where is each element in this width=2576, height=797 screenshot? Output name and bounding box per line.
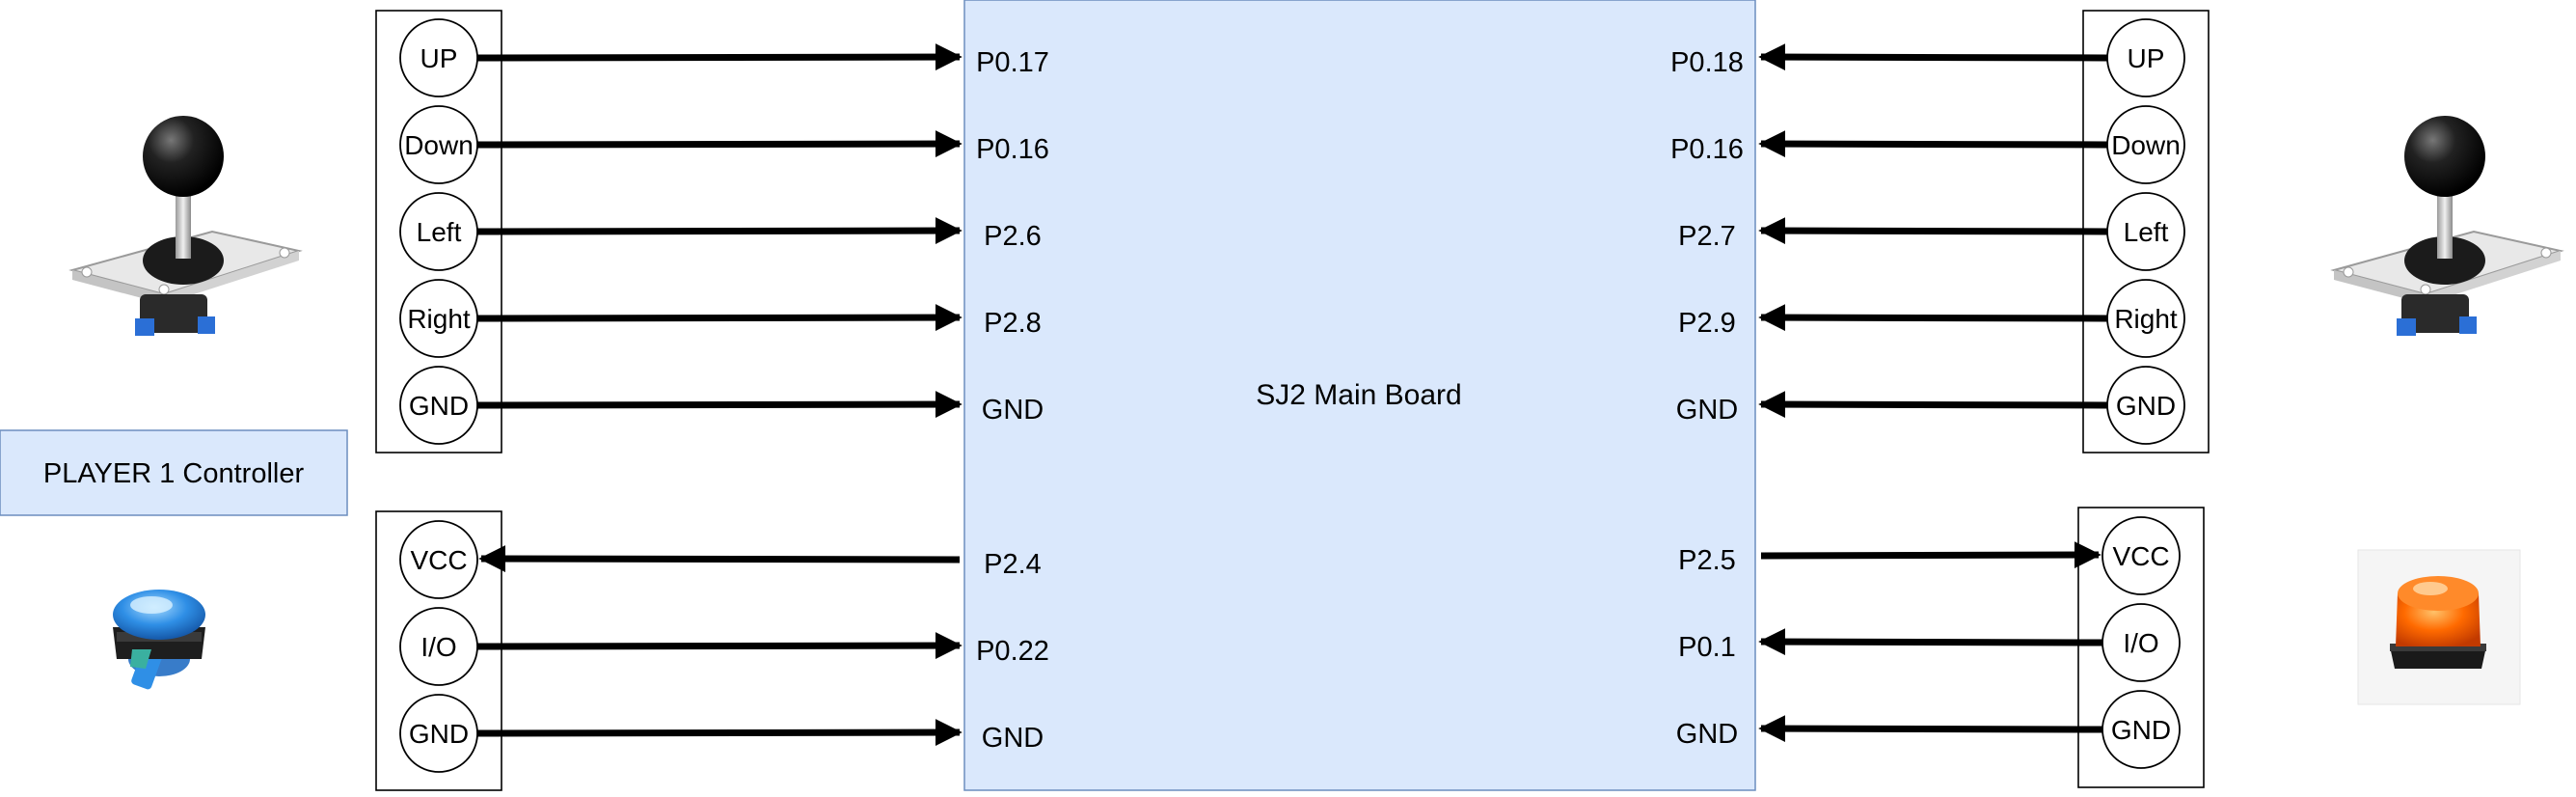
board-pin-p0-17-label: P0.17 [976,47,1049,78]
joystick-icon [68,116,303,336]
left-joystick-pin-gnd-label: GND [409,391,469,421]
main-board [963,0,1756,791]
right-joystick-pin-left-label: Left [2124,217,2169,247]
board-pin-p2-7-label: P2.7 [1678,221,1736,252]
board-pin-p0-18-label: P0.18 [1670,47,1744,78]
board-pin-gnd-label: GND [982,723,1044,754]
wire-left-joystick-right [476,304,963,332]
board-pin-gnd-label: GND [982,395,1044,426]
board-pin-p0-16-label: P0.16 [976,134,1049,165]
wire-right-button-vcc [1760,541,2101,569]
board-pin-p2-8-label: P2.8 [984,308,1042,339]
wire-right-joystick-left [1758,217,2108,245]
wire-right-joystick-up [1758,43,2108,71]
wire-left-joystick-gnd [476,391,963,419]
left-button-pin-gnd-label: GND [409,719,469,749]
wire-right-button-i-o [1758,628,2103,656]
board-pin-p2-6-label: P2.6 [984,221,1042,252]
right-button-pin-gnd-label: GND [2111,715,2171,745]
wire-left-button-vcc [478,545,961,573]
board-pin-gnd-label: GND [1676,395,1738,426]
board-pin-p0-1-label: P0.1 [1678,632,1736,663]
player-label-box [0,429,348,516]
player-label: PLAYER 1 Controller [43,458,305,489]
wire-right-joystick-down [1758,130,2108,158]
left-button-pin-vcc-label: VCC [410,545,467,575]
board-pin-p2-5-label: P2.5 [1678,545,1736,576]
joystick-icon [2330,116,2564,336]
right-button-pin-vcc [2101,516,2181,595]
board-pin-p0-16-label: P0.16 [1670,134,1744,165]
left-joystick-pin-right-label: Right [407,304,471,334]
wire-left-joystick-left [476,217,963,245]
right-joystick-pin-up-label: UP [2128,43,2165,73]
right-button-pin-i-o-label: I/O [2123,628,2158,658]
board-label: SJ2 Main Board [1256,379,1461,411]
wire-left-joystick-down [476,130,963,158]
left-button-pin-i-o-label: I/O [420,632,456,662]
wire-left-button-gnd [476,719,963,747]
left-joystick-pin-up-label: UP [420,43,458,73]
right-joystick-pin-gnd-label: GND [2116,391,2176,421]
arcade-button-icon [113,590,205,690]
right-joystick-pin-down-label: Down [2111,130,2181,160]
left-joystick-pin-down-label: Down [404,130,474,160]
board-pin-p2-4-label: P2.4 [984,549,1042,580]
wire-right-button-gnd [1758,715,2103,743]
wire-right-joystick-gnd [1758,391,2108,419]
board-pin-gnd-label: GND [1676,719,1738,750]
wire-right-joystick-right [1758,304,2108,332]
board-pin-p2-9-label: P2.9 [1678,308,1736,339]
right-joystick-pin-right-label: Right [2114,304,2178,334]
board-pin-p0-22-label: P0.22 [976,636,1049,667]
wire-left-joystick-up [476,43,963,71]
left-joystick-pin-left-label: Left [417,217,462,247]
left-button-pin-vcc [399,520,478,599]
arcade-button-icon [2390,576,2486,669]
right-button-pin-vcc-label: VCC [2112,541,2169,571]
